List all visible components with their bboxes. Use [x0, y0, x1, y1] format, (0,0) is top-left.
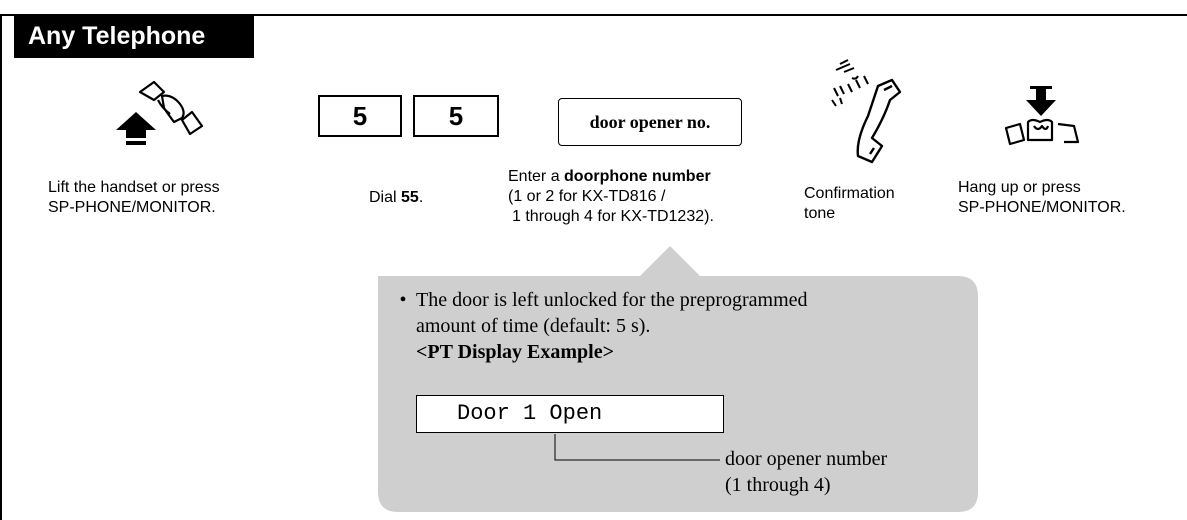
section-title: Any Telephone — [14, 14, 254, 58]
lift-caption-line2: SP-PHONE/MONITOR. — [48, 199, 216, 216]
note-line1: • The door is left unlocked for the prepr… — [390, 287, 970, 313]
enter-caption-line1: Enter a doorphone number — [508, 167, 808, 187]
callout-line2: (1 through 4) — [725, 474, 831, 496]
enter-caption-prefix: Enter a — [508, 168, 565, 185]
enter-caption-line2: (1 or 2 for KX-TD816 / — [508, 188, 666, 205]
confirmation-tone-icon — [831, 59, 902, 164]
dial-caption-code: 55 — [401, 189, 419, 206]
hangup-caption-line1: Hang up or press — [958, 179, 1081, 196]
callout-leader-line — [554, 434, 720, 461]
pt-display-example: Door 1 Open — [416, 395, 724, 433]
frame-left-rule — [0, 14, 2, 520]
note-line2: amount of time (default: 5 s). — [416, 315, 651, 337]
enter-caption-line3: 1 through 4 for KX-TD1232). — [512, 208, 714, 225]
enter-caption: Enter a doorphone number (1 or 2 for KX-… — [508, 167, 808, 227]
dial-caption: Dial 55. — [369, 188, 423, 208]
note-line1-text: The door is left unlocked for the prepro… — [416, 289, 808, 311]
hangup-caption-line2: SP-PHONE/MONITOR. — [958, 199, 1126, 216]
enter-caption-bold: doorphone number — [564, 168, 711, 185]
hangup-caption: Hang up or press SP-PHONE/MONITOR. — [958, 178, 1126, 218]
callout-label: door opener number (1 through 4) — [725, 446, 887, 498]
lift-caption-line1: Lift the handset or press — [48, 179, 220, 196]
lift-caption: Lift the handset or press SP-PHONE/MONIT… — [48, 178, 298, 218]
door-opener-box: door opener no. — [558, 98, 742, 146]
callout-line1: door opener number — [725, 448, 888, 470]
confirm-caption: Confirmation tone — [804, 184, 895, 224]
dial-caption-prefix: Dial — [369, 189, 402, 206]
hang-up-icon — [1004, 86, 1080, 146]
frame-top-rule — [0, 14, 1187, 16]
note-bullet-text: • The door is left unlocked for the prepr… — [390, 287, 970, 365]
confirm-caption-line1: Confirmation — [804, 185, 895, 202]
dial-key-1: 5 — [318, 95, 402, 137]
dial-key-2: 5 — [413, 95, 499, 137]
confirm-caption-line2: tone — [804, 205, 836, 222]
handset-lift-icon — [116, 80, 204, 145]
note-bullet: • — [399, 289, 407, 311]
dial-caption-suffix: . — [418, 189, 424, 206]
display-heading: <PT Display Example> — [416, 341, 615, 363]
note-bubble-shape — [378, 246, 978, 512]
